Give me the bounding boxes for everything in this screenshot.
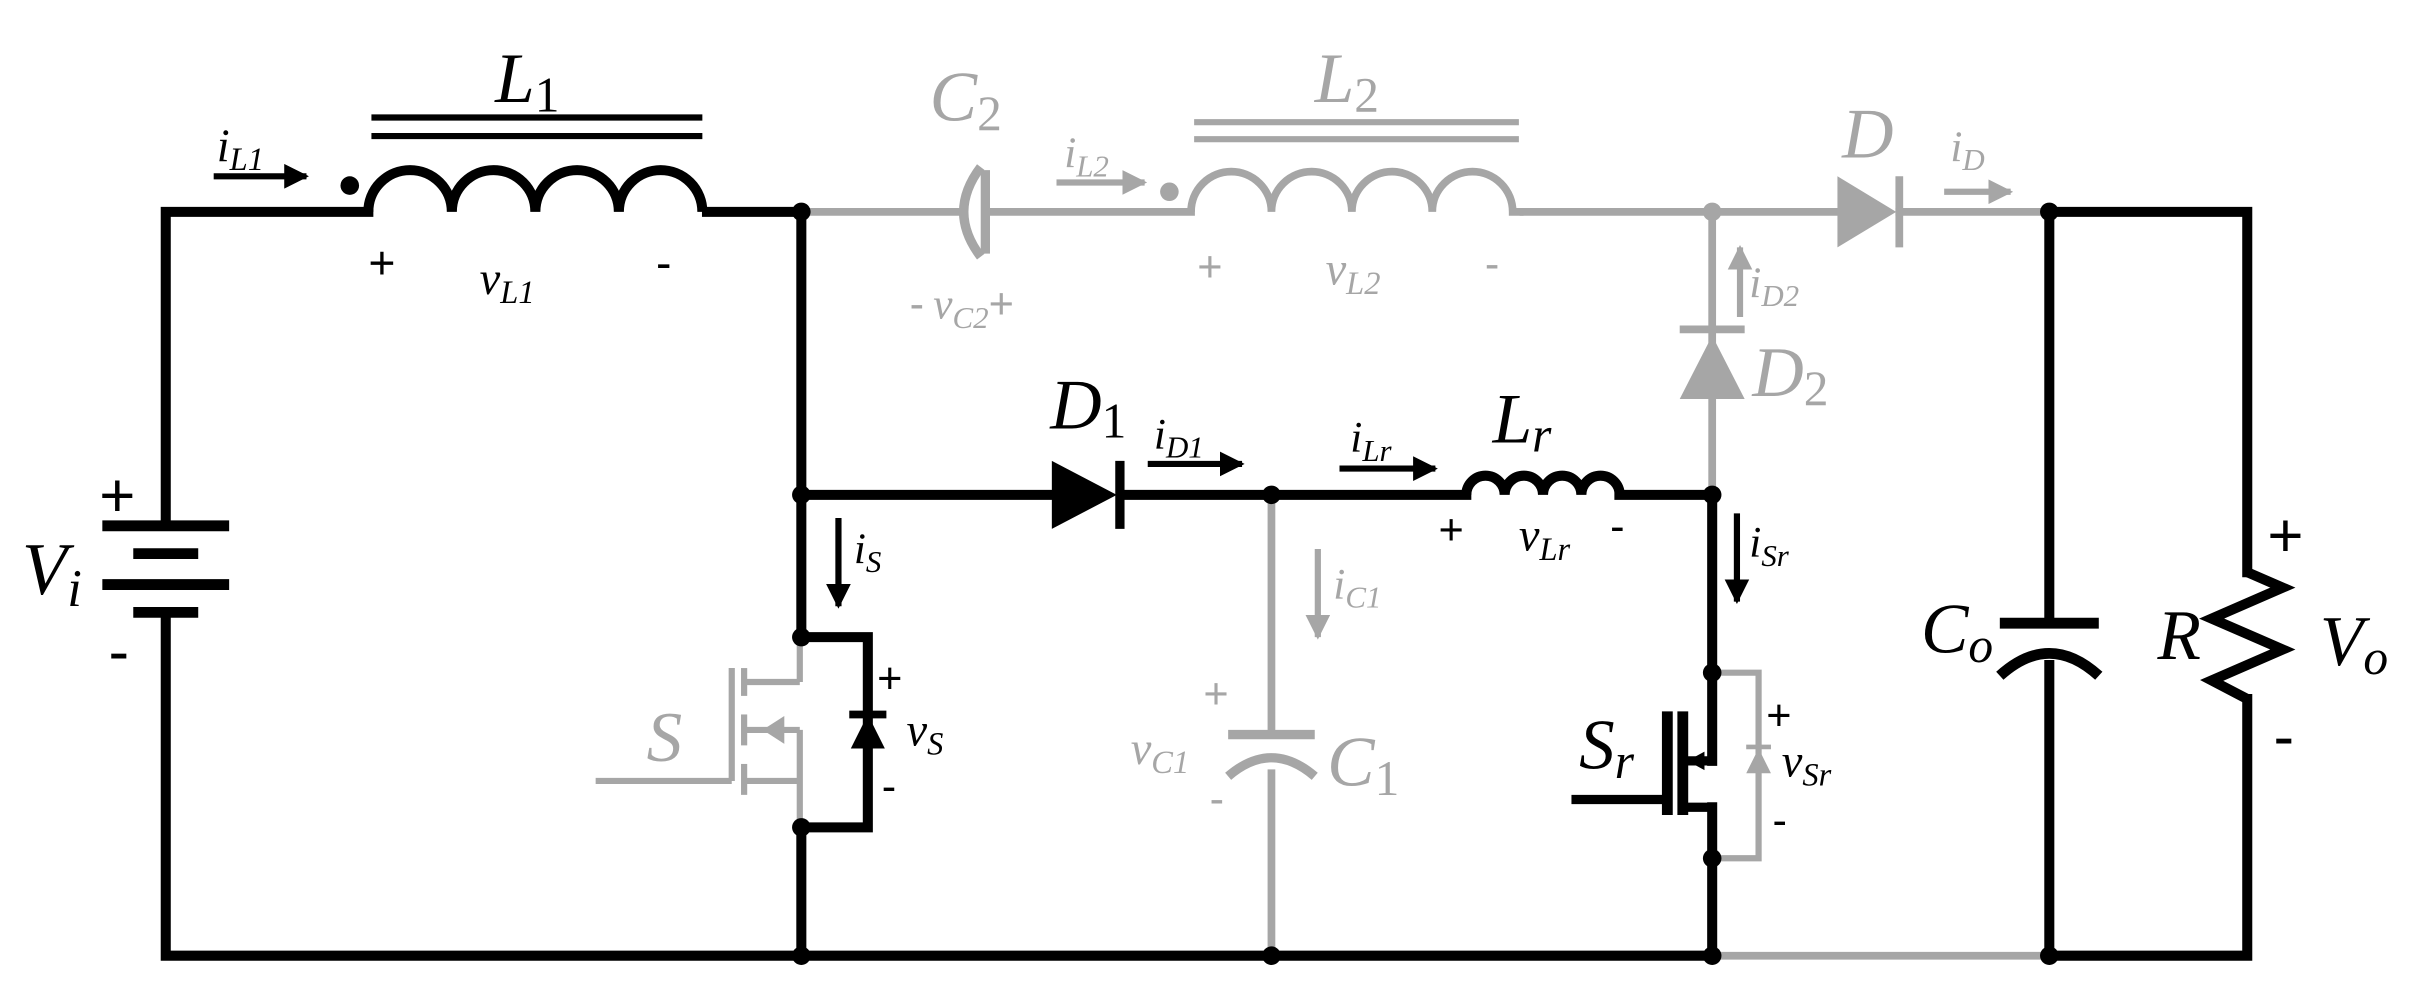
d1-label: D1: [1049, 366, 1126, 448]
c1-label: C1: [1327, 724, 1399, 806]
labels: L1 iL1 + vL1 - C2 -vC2+ L2 iL2 + vL2 - D…: [22, 40, 2388, 845]
sr-minus: -: [1772, 797, 1786, 845]
c1-plus: +: [1203, 670, 1228, 718]
l1-polarity-dot: [340, 176, 360, 195]
switch-sr: [1571, 711, 1713, 815]
junction-dot: [1702, 663, 1722, 682]
junction-dot: [2040, 946, 2059, 965]
sr-plus: +: [1766, 692, 1791, 740]
inactive-path: [595, 119, 2054, 960]
s-plus: +: [877, 655, 902, 703]
junction-dot: [792, 946, 811, 965]
sr-label: Sr: [1579, 707, 1635, 789]
l1-minus: -: [656, 236, 671, 288]
wire-out-bottom: [2044, 693, 2253, 961]
active-path: [102, 114, 2296, 965]
junction-dot: [792, 202, 811, 222]
il2-label: iL2: [1064, 129, 1109, 183]
s-minus: -: [882, 763, 896, 811]
junction-dot: [1262, 485, 1281, 505]
battery-vi: [102, 520, 230, 618]
junction-dot: [1702, 946, 1722, 965]
id-label: iD: [1950, 123, 1984, 177]
capacitor-co: [1996, 617, 2103, 680]
l1-label: L1: [494, 40, 559, 122]
wire-vi-top: [160, 206, 374, 531]
junction-dot: [792, 818, 811, 837]
vo-label: Vo: [2320, 603, 2388, 685]
d-label: D: [1841, 96, 1893, 174]
vi-label: Vi: [22, 529, 82, 618]
c1-minus: -: [1210, 775, 1224, 823]
diode-d: [1837, 176, 1904, 248]
junction-dot: [1262, 946, 1281, 965]
isr-label: iSr: [1749, 519, 1789, 573]
junction-dot: [792, 485, 811, 505]
vc2-label: -vC2+: [910, 281, 1014, 335]
id2-label: iD2: [1749, 259, 1799, 313]
vsr-label: vSr: [1782, 736, 1832, 793]
vo-plus: +: [2267, 502, 2303, 571]
wire-vi-bottom: [160, 607, 1718, 961]
capacitor-c2: [959, 164, 990, 260]
r-label: R: [2157, 597, 2201, 675]
sr-body-diode: [1712, 669, 1771, 862]
s-label: S: [647, 699, 683, 777]
c2-label: C2: [930, 59, 1002, 141]
inductor-lr: [1461, 470, 1625, 496]
inductor-l1: [340, 114, 708, 213]
diode-d1: [1051, 460, 1125, 529]
wire-out-top: [2044, 206, 2253, 578]
is-label: iS: [854, 525, 881, 579]
junction-dot: [792, 627, 811, 647]
ic1-label: iC1: [1333, 560, 1381, 614]
l2-polarity-dot: [1160, 182, 1179, 202]
switch-s: [595, 637, 803, 828]
vs-label: vS: [906, 705, 943, 762]
inductor-l2: [1160, 119, 1524, 216]
vl1-label: vL1: [480, 254, 535, 311]
wire-s-channel: [796, 632, 873, 961]
co-label: Co: [1921, 591, 1993, 673]
l2-plus: +: [1197, 243, 1222, 291]
il1-label: iL1: [217, 121, 264, 178]
diode-d2: [1679, 325, 1745, 399]
l1-plus: +: [368, 236, 395, 288]
junction-dot: [2040, 202, 2059, 222]
junction-dot: [1702, 485, 1722, 505]
capacitor-c1: [1225, 729, 1318, 780]
junction-dot: [1702, 202, 1722, 222]
junction-dot: [1702, 848, 1722, 868]
vi-plus: +: [99, 462, 135, 531]
ilr-label: iLr: [1350, 414, 1392, 468]
resistor-r: [2199, 567, 2296, 704]
l2-label: L2: [1314, 40, 1379, 122]
wire-l1-node: [701, 206, 807, 643]
id1-label: iD1: [1154, 410, 1204, 464]
lr-plus: +: [1438, 506, 1463, 554]
lr-label: Lr: [1492, 380, 1553, 462]
l2-minus: -: [1485, 240, 1499, 288]
d2-label: D2: [1751, 334, 1828, 416]
vlr-label: vLr: [1519, 511, 1571, 568]
vi-minus: -: [109, 618, 130, 687]
vl2-label: vL2: [1326, 245, 1381, 302]
s-body-diode: [849, 710, 887, 749]
vo-minus: -: [2274, 703, 2295, 772]
lr-minus: -: [1610, 503, 1624, 551]
vc1-label: vC1: [1131, 724, 1189, 781]
